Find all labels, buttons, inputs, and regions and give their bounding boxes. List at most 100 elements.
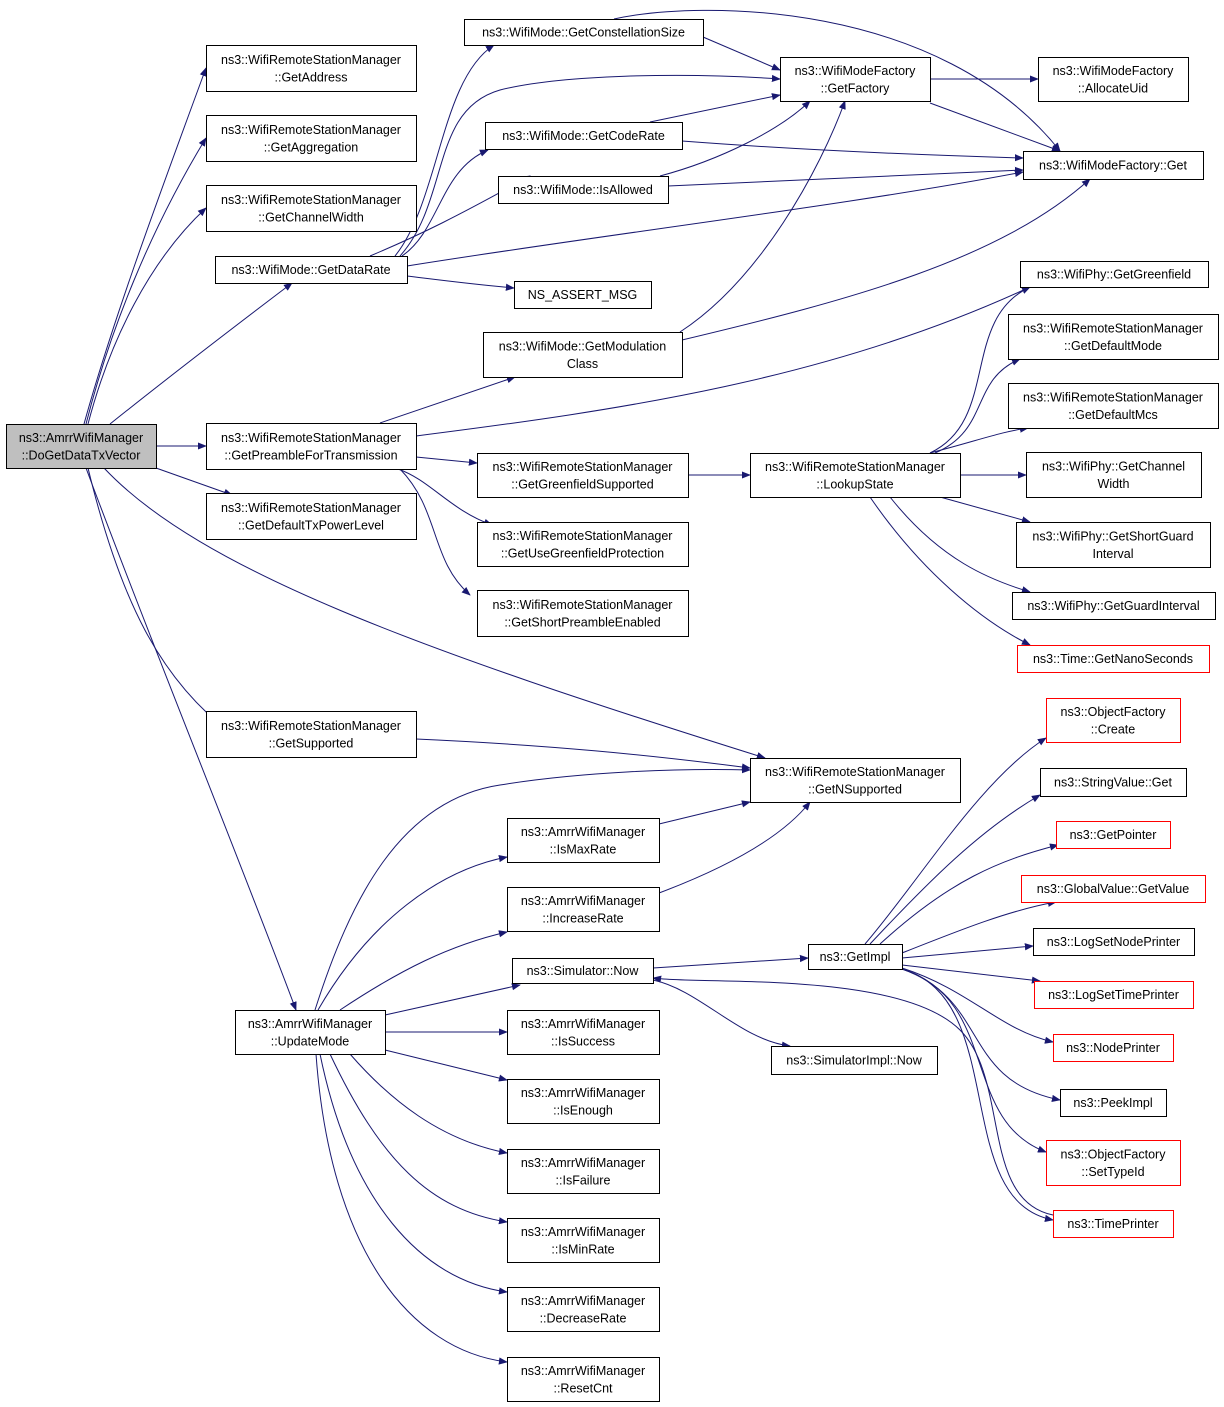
node-label: ns3::WifiMode::IsAllowed	[513, 183, 653, 197]
node-phy-channel-width[interactable]: ns3::WifiPhy::GetChannelWidth	[1026, 452, 1202, 498]
node-log-node-printer[interactable]: ns3::LogSetNodePrinter	[1033, 928, 1195, 956]
node-box	[206, 423, 417, 470]
node-is-success[interactable]: ns3::AmrrWifiManager::IsSuccess	[507, 1010, 660, 1055]
call-edge-update-mode-to-is-min-rate	[329, 1053, 508, 1225]
node-get-preamble[interactable]: ns3::WifiRemoteStationManager::GetPreamb…	[206, 423, 417, 470]
call-edge-root-to-get-nsupported	[103, 467, 766, 760]
node-default-mode[interactable]: ns3::WifiRemoteStationManager::GetDefaul…	[1008, 314, 1219, 360]
node-is-allowed[interactable]: ns3::WifiMode::IsAllowed	[498, 176, 669, 204]
node-get-short-preamble[interactable]: ns3::WifiRemoteStationManager::GetShortP…	[477, 590, 689, 637]
node-default-mcs[interactable]: ns3::WifiRemoteStationManager::GetDefaul…	[1008, 383, 1219, 429]
node-get-aggregation[interactable]: ns3::WifiRemoteStationManager::GetAggreg…	[206, 115, 417, 162]
node-label: ::IsFailure	[556, 1173, 611, 1187]
node-label: ns3::WifiRemoteStationManager	[1023, 390, 1203, 404]
call-edge-get-preamble-to-get-short-preamble	[399, 468, 471, 596]
node-is-min-rate[interactable]: ns3::AmrrWifiManager::IsMinRate	[507, 1218, 660, 1263]
call-edge-update-mode-to-is-failure	[349, 1053, 508, 1155]
node-label: ::GetPreambleForTransmission	[224, 448, 397, 462]
node-phy-guard[interactable]: ns3::WifiPhy::GetGuardInterval	[1012, 592, 1216, 620]
call-edge-update-mode-to-increase-rate	[339, 930, 508, 1011]
node-time-printer[interactable]: ns3::TimePrinter	[1053, 1210, 1174, 1238]
node-box	[514, 281, 652, 309]
node-peek-impl[interactable]: ns3::PeekImpl	[1060, 1089, 1167, 1117]
node-objfactory-settypeid[interactable]: ns3::ObjectFactory::SetTypeId	[1046, 1140, 1181, 1186]
node-is-failure[interactable]: ns3::AmrrWifiManager::IsFailure	[507, 1149, 660, 1194]
node-update-mode[interactable]: ns3::AmrrWifiManager::UpdateMode	[235, 1010, 386, 1055]
node-label: ::LookupState	[816, 477, 893, 491]
node-get-use-greenfield[interactable]: ns3::WifiRemoteStationManager::GetUseGre…	[477, 522, 689, 567]
node-get-code-rate[interactable]: ns3::WifiMode::GetCodeRate	[485, 122, 683, 150]
node-get-pointer[interactable]: ns3::GetPointer	[1056, 821, 1171, 849]
node-sim-now[interactable]: ns3::Simulator::Now	[512, 958, 654, 984]
call-edge-lookup-state-to-time-nanos	[869, 496, 1031, 646]
node-label: ::GetDefaultMode	[1064, 339, 1162, 353]
node-get-channel-width-rsm[interactable]: ns3::WifiRemoteStationManager::GetChanne…	[206, 185, 417, 232]
call-edge-get-impl-to-objfactory-create	[864, 737, 1047, 945]
node-label: ns3::AmrrWifiManager	[521, 1017, 645, 1031]
node-factory-get[interactable]: ns3::WifiModeFactory::Get	[1023, 151, 1204, 180]
node-box	[780, 57, 931, 102]
node-is-enough[interactable]: ns3::AmrrWifiManager::IsEnough	[507, 1079, 660, 1124]
call-edge-root-to-get-default-txpower	[155, 467, 233, 496]
node-root[interactable]: ns3::AmrrWifiManager::DoGetDataTxVector	[6, 424, 157, 469]
node-box	[1053, 1034, 1174, 1062]
node-box	[464, 19, 704, 46]
node-get-nsupported[interactable]: ns3::WifiRemoteStationManager::GetNSuppo…	[750, 758, 961, 803]
node-label: ::Create	[1091, 722, 1136, 736]
node-phy-greenfield[interactable]: ns3::WifiPhy::GetGreenfield	[1020, 261, 1209, 288]
call-edge-update-mode-to-is-max-rate	[317, 855, 508, 1011]
node-box	[477, 522, 689, 567]
node-box	[507, 1357, 660, 1402]
node-get-greenfield-supported[interactable]: ns3::WifiRemoteStationManager::GetGreenf…	[477, 453, 689, 498]
node-box	[477, 453, 689, 498]
node-time-nanos[interactable]: ns3::Time::GetNanoSeconds	[1017, 645, 1210, 673]
node-node-printer[interactable]: ns3::NodePrinter	[1053, 1034, 1174, 1062]
node-label: ns3::NodePrinter	[1066, 1041, 1160, 1055]
node-label: ::DoGetDataTxVector	[22, 448, 141, 462]
call-edge-get-constellation-to-factory-getfactory	[702, 36, 781, 71]
node-label: NS_ASSERT_MSG	[528, 288, 638, 302]
node-label: ns3::AmrrWifiManager	[521, 894, 645, 908]
node-lookup-state[interactable]: ns3::WifiRemoteStationManager::LookupSta…	[750, 453, 961, 498]
node-objfactory-create[interactable]: ns3::ObjectFactory::Create	[1046, 698, 1181, 743]
node-get-constellation[interactable]: ns3::WifiMode::GetConstellationSize	[464, 19, 704, 46]
node-get-supported[interactable]: ns3::WifiRemoteStationManager::GetSuppor…	[206, 711, 417, 758]
call-edge-get-impl-to-objfactory-settypeid	[901, 968, 1047, 1153]
node-reset-cnt[interactable]: ns3::AmrrWifiManager::ResetCnt	[507, 1357, 660, 1402]
call-edge-get-impl-to-node-printer	[901, 967, 1054, 1044]
node-label: ::GetShortPreambleEnabled	[504, 615, 660, 629]
node-label: ns3::WifiModeFactory::Get	[1039, 159, 1187, 173]
node-increase-rate[interactable]: ns3::AmrrWifiManager::IncreaseRate	[507, 887, 660, 932]
call-edge-update-mode-to-is-enough	[384, 1049, 508, 1082]
node-globalvalue-get[interactable]: ns3::GlobalValue::GetValue	[1021, 875, 1206, 903]
node-box	[808, 944, 903, 970]
node-box	[1026, 452, 1202, 498]
node-label: ns3::WifiRemoteStationManager	[493, 598, 673, 612]
node-box	[215, 256, 408, 284]
node-alloc-uid[interactable]: ns3::WifiModeFactory::AllocateUid	[1038, 57, 1189, 102]
node-label: ::IsMaxRate	[550, 842, 617, 856]
call-edge-get-modulation-to-factory-get	[681, 178, 1091, 341]
node-label: ::GetDefaultMcs	[1068, 408, 1158, 422]
node-label: ns3::WifiModeFactory	[1053, 64, 1175, 78]
node-get-default-txpower[interactable]: ns3::WifiRemoteStationManager::GetDefaul…	[206, 493, 417, 540]
node-ns-assert[interactable]: NS_ASSERT_MSG	[514, 281, 652, 309]
node-is-max-rate[interactable]: ns3::AmrrWifiManager::IsMaxRate	[507, 818, 660, 863]
node-stringvalue-get[interactable]: ns3::StringValue::Get	[1040, 768, 1187, 797]
node-label: ns3::WifiMode::GetModulation	[499, 339, 666, 353]
node-log-time-printer[interactable]: ns3::LogSetTimePrinter	[1034, 981, 1194, 1009]
node-label: ns3::WifiRemoteStationManager	[221, 53, 401, 67]
node-simimpl-now[interactable]: ns3::SimulatorImpl::Now	[771, 1046, 938, 1075]
node-box	[1008, 383, 1219, 429]
call-edge-factory-getfactory-to-factory-get	[929, 102, 1061, 152]
node-factory-getfactory[interactable]: ns3::WifiModeFactory::GetFactory	[780, 57, 931, 102]
call-edge-get-data-rate-to-factory-getfactory	[399, 74, 781, 257]
node-get-address[interactable]: ns3::WifiRemoteStationManager::GetAddres…	[206, 45, 417, 92]
node-get-impl[interactable]: ns3::GetImpl	[808, 944, 903, 970]
node-get-data-rate[interactable]: ns3::WifiMode::GetDataRate	[215, 256, 408, 284]
node-label: ns3::GlobalValue::GetValue	[1037, 882, 1189, 896]
node-decrease-rate[interactable]: ns3::AmrrWifiManager::DecreaseRate	[507, 1287, 660, 1332]
call-edge-update-mode-to-get-nsupported	[314, 766, 751, 1011]
